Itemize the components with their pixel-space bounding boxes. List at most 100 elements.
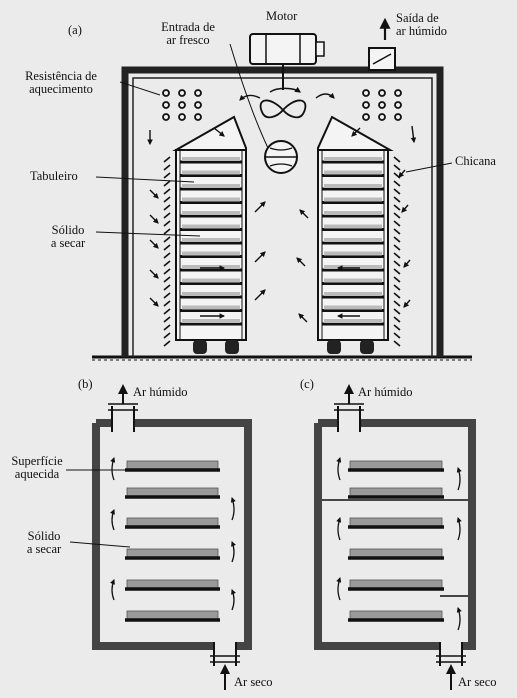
baffle-slat <box>393 340 401 347</box>
leader-lines-a <box>95 81 453 237</box>
tray-solid <box>126 517 219 527</box>
tray-solid <box>324 211 382 215</box>
tray-solid <box>182 278 240 283</box>
tray-solid <box>324 305 382 310</box>
tray-solid <box>324 224 382 229</box>
solid-label-a: Sólido a secar <box>40 224 96 250</box>
panel-a-tag: (a) <box>68 23 82 37</box>
baffle-slat <box>163 228 171 235</box>
baffle-slat <box>163 276 171 283</box>
tray-solid <box>349 579 443 589</box>
baffle-slat <box>163 188 171 195</box>
tray-solid <box>324 319 382 323</box>
baffle-slat <box>163 316 171 323</box>
tray-solid <box>126 579 219 589</box>
baffle-slat <box>163 284 171 291</box>
motor <box>249 33 325 90</box>
tray-rack-right <box>317 149 389 354</box>
panel-c-cabinet <box>314 384 476 690</box>
tray-solid <box>324 278 382 283</box>
baffle-slat <box>393 276 401 283</box>
tray-solid <box>324 157 382 161</box>
baffle-slat <box>393 268 401 275</box>
heater-label-line2: aquecimento <box>29 82 93 96</box>
tray-solid <box>182 211 240 215</box>
fresh-air-inlet <box>229 43 298 174</box>
tray-solid <box>324 184 382 188</box>
baffle-slats-right <box>393 156 401 347</box>
baffle-slat <box>393 204 401 211</box>
dry-air-label-b: Ar seco <box>234 675 273 689</box>
baffle-slat <box>393 260 401 267</box>
baffle-slat <box>163 164 171 171</box>
baffle-slat <box>393 188 401 195</box>
humid-air-out-label-line2: ar húmido <box>396 24 448 38</box>
panel-a-cabinet <box>92 66 472 361</box>
airflow-arrows-a <box>147 92 417 323</box>
baffle-slat <box>393 164 401 171</box>
baffle-slat <box>163 308 171 315</box>
fan-icon <box>259 86 307 119</box>
tray-solid <box>182 184 240 188</box>
tray-solid <box>182 238 240 242</box>
heated-surface-label-line1: Superfície <box>11 454 63 468</box>
tray-solid <box>182 197 240 202</box>
panel-b-tag: (b) <box>78 377 93 391</box>
baffle-slat <box>393 228 401 235</box>
heated-surface-label-line2: aquecida <box>14 467 60 481</box>
baffle-slat <box>163 300 171 307</box>
baffle-slat <box>393 196 401 203</box>
tray-solid <box>126 548 219 558</box>
tray-solid <box>182 224 240 229</box>
baffle-slat <box>163 292 171 299</box>
baffle-slat <box>163 212 171 219</box>
baffle-slats-left <box>163 156 171 347</box>
tray-solid <box>182 292 240 296</box>
tray-solid <box>126 610 219 620</box>
tray-solid <box>349 460 443 470</box>
dry-air-label-c: Ar seco <box>458 675 497 689</box>
tray-label: Tabuleiro <box>30 169 78 183</box>
baffle-slat <box>163 156 171 163</box>
tray-solid <box>324 292 382 296</box>
baffle-slat <box>163 236 171 243</box>
baffle-slat <box>163 172 171 179</box>
humid-air-out-label-line1: Saída de <box>396 11 439 25</box>
heating-elements-right <box>362 89 402 121</box>
baffle-slat <box>393 220 401 227</box>
tray-solid <box>126 487 219 497</box>
tray-solid <box>182 157 240 161</box>
heater-label-line1: Resistência de <box>25 69 97 83</box>
fresh-air-label-line2: ar fresco <box>166 33 210 47</box>
tray-solid <box>324 197 382 202</box>
heater-label: Resistência de aquecimento <box>2 70 120 96</box>
baffle-slat <box>393 292 401 299</box>
tray-solid <box>182 251 240 256</box>
baffle-slat <box>163 180 171 187</box>
heated-surface-label: Superfície aquecida <box>2 455 72 481</box>
tray-solid <box>324 251 382 256</box>
humid-air-label-b: Ar húmido <box>133 385 188 399</box>
baffle-slat <box>393 156 401 163</box>
tray-rack-left <box>175 149 247 354</box>
baffle-slat <box>393 180 401 187</box>
tray-solid <box>182 170 240 175</box>
baffle-slat <box>393 236 401 243</box>
tray-solid <box>324 238 382 242</box>
tray-solid <box>349 517 443 527</box>
baffle-slat <box>163 196 171 203</box>
baffle-slat <box>163 268 171 275</box>
solid-label-b-line1: Sólido <box>27 529 61 543</box>
baffle-slat <box>163 244 171 251</box>
tray-solid <box>349 487 443 497</box>
solid-label-b: Sólido a secar <box>16 530 72 556</box>
baffle-slat <box>393 332 401 339</box>
baffle-slat <box>163 332 171 339</box>
baffle-slat <box>393 324 401 331</box>
baffle-slat <box>393 172 401 179</box>
baffle-slat <box>393 252 401 259</box>
baffle-slat <box>393 244 401 251</box>
humid-air-out-label: Saída de ar húmido <box>396 12 447 38</box>
motor-label: Motor <box>266 9 298 23</box>
